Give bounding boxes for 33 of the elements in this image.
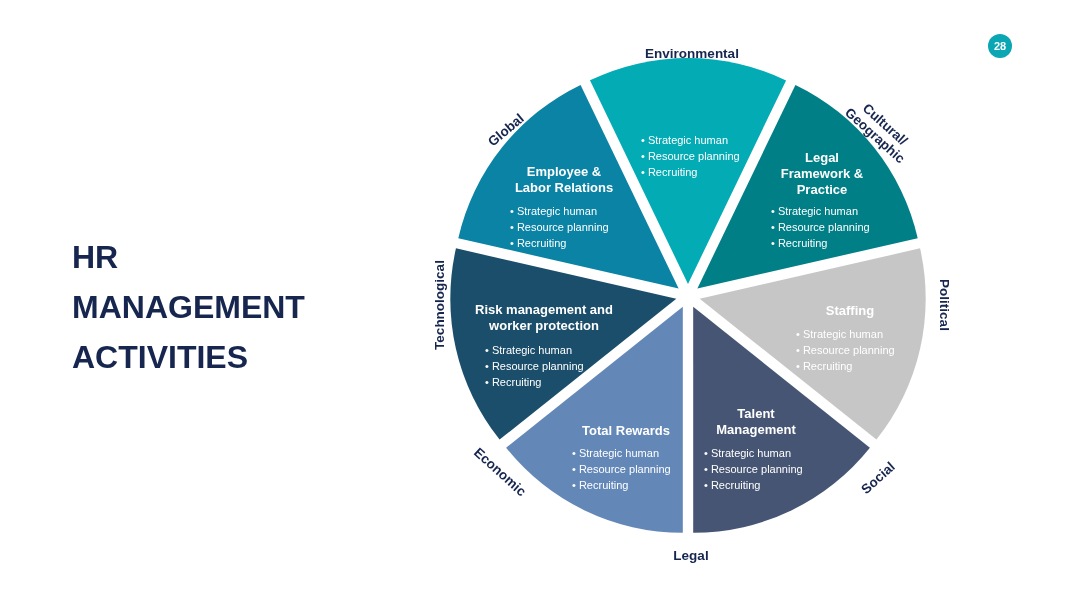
bullet-item: • Recruiting (572, 478, 630, 493)
slice-title: Talent Management (715, 406, 797, 438)
page-number: 28 (988, 34, 1012, 58)
bullet-item: • Strategic human (704, 446, 792, 461)
slice-title: Risk management and worker protection (474, 302, 614, 334)
bullet-item: • Recruiting (796, 359, 854, 374)
bullet-item: • Resource planning (572, 462, 671, 477)
slice-title: Staffing (824, 303, 876, 319)
bullet-item: • Strategic human (641, 133, 729, 148)
slice-title: Legal Framework & Practice (779, 150, 864, 198)
bullet-item: • Resource planning (796, 343, 895, 358)
factor-label: Technological (431, 260, 447, 350)
bullet-item: • Strategic human (771, 204, 859, 219)
bullet-item: • Recruiting (641, 165, 699, 180)
slide-title: HR MANAGEMENT ACTIVITIES (72, 238, 306, 377)
bullet-item: • Strategic human (485, 343, 573, 358)
bullet-item: • Recruiting (510, 236, 568, 251)
bullet-item: • Strategic human (796, 327, 884, 342)
bullet-item: • Recruiting (771, 236, 829, 251)
factor-label: Environmental (645, 45, 739, 61)
bullet-item: • Resource planning (510, 220, 609, 235)
factor-label: Legal (673, 547, 709, 563)
slice-title: Total Rewards (581, 423, 671, 439)
bullet-item: • Resource planning (704, 462, 803, 477)
bullet-item: • Recruiting (485, 375, 543, 390)
bullet-item: • Resource planning (641, 149, 740, 164)
bullet-item: • Strategic human (572, 446, 660, 461)
bullet-item: • Recruiting (704, 478, 762, 493)
bullet-item: • Resource planning (771, 220, 870, 235)
slice-title: Employee & Labor Relations (513, 164, 615, 196)
bullet-item: • Strategic human (510, 204, 598, 219)
factor-label: Political (936, 279, 952, 331)
bullet-item: • Resource planning (485, 359, 584, 374)
